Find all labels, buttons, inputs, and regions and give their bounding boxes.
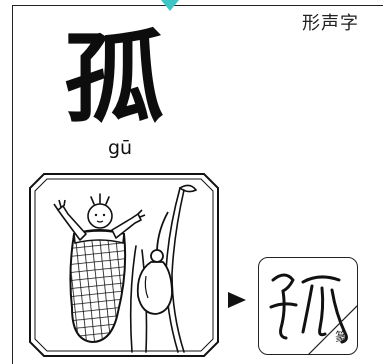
pinyin: gū bbox=[107, 137, 133, 159]
marker-triangle-icon bbox=[161, 0, 179, 11]
card-border bbox=[12, 5, 383, 364]
seal-script-glyph bbox=[269, 273, 357, 354]
corner-diagonal bbox=[308, 305, 357, 354]
arrow-right-icon bbox=[228, 292, 246, 308]
swaddle-bag bbox=[69, 229, 127, 344]
main-character: 孤 bbox=[64, 19, 164, 137]
child-head bbox=[87, 193, 113, 229]
child-arms bbox=[53, 199, 146, 241]
gourd bbox=[136, 211, 173, 315]
category-label: 形声字 bbox=[302, 13, 359, 34]
child-and-gourd-illustration bbox=[29, 173, 219, 357]
illustration-frame bbox=[29, 173, 219, 357]
seal-style-label: 篆 bbox=[335, 330, 348, 344]
seal-script-box: 篆 bbox=[258, 257, 358, 355]
